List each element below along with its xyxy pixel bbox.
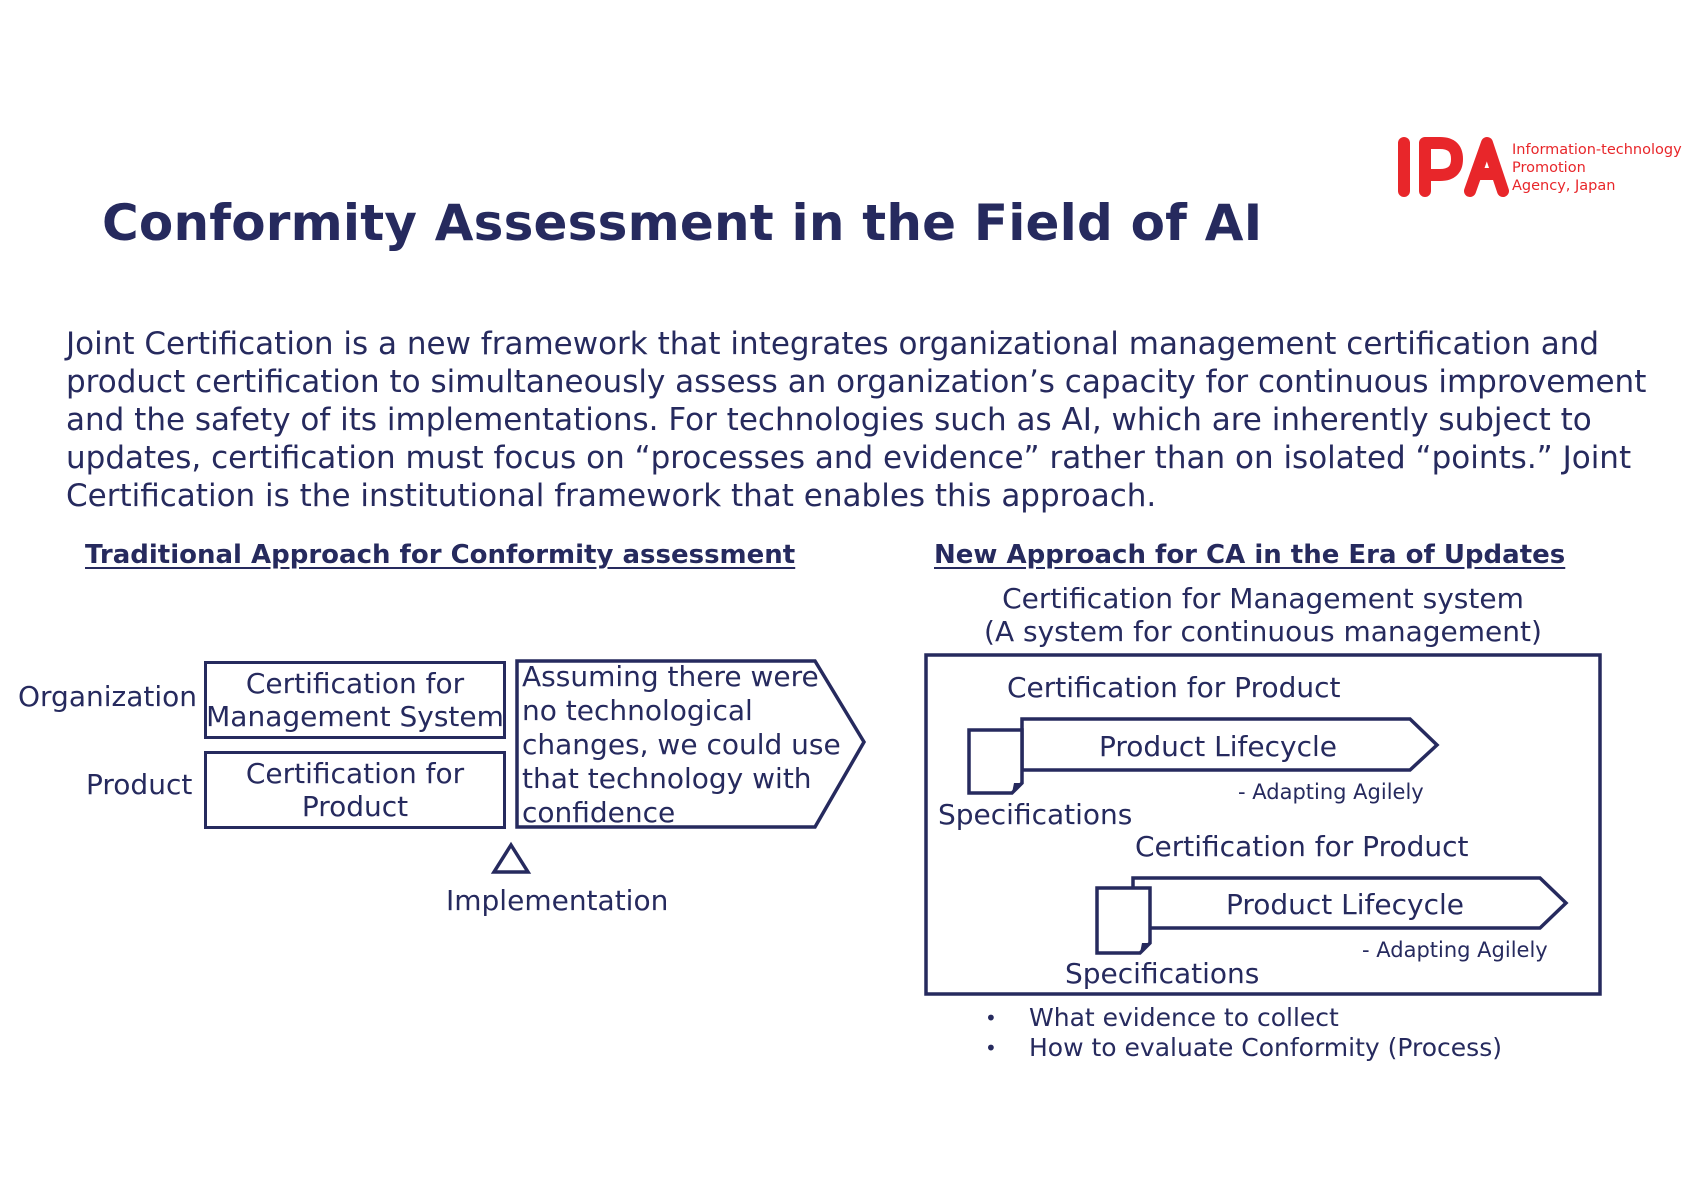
- product-certification-box: Certification for Product: [204, 751, 506, 829]
- ipa-logo: [1395, 134, 1510, 202]
- ipa-logo-mark: [1398, 137, 1509, 197]
- intro-line: and the safety of its implementations. F…: [66, 402, 1592, 438]
- callout-arrow-shape: [515, 659, 867, 829]
- product-lifecycle-label: Product Lifecycle: [1225, 888, 1465, 921]
- management-system-frame: [924, 653, 1602, 996]
- callout-line: changes, we could use: [522, 728, 841, 761]
- callout-text: Assuming there were no technological cha…: [522, 660, 862, 830]
- mgmt-system-subline: (A system for continuous management): [984, 615, 1542, 648]
- traditional-heading: Traditional Approach for Conformity asse…: [85, 540, 796, 570]
- mgmt-system-certification-box: Certification for Management System: [204, 661, 506, 739]
- specifications-label: Specifications: [938, 798, 1133, 831]
- callout-line: no technological: [522, 694, 753, 727]
- bullet-item: • What evidence to collect: [985, 1003, 1502, 1033]
- box-line: Management System: [206, 700, 504, 733]
- callout-line: confidence: [522, 796, 676, 829]
- implementation-triangle-icon: [490, 841, 532, 874]
- new-approach-heading: New Approach for CA in the Era of Update…: [934, 540, 1566, 570]
- intro-line: Joint Certification is a new framework t…: [66, 326, 1600, 362]
- specifications-label: Specifications: [1065, 957, 1260, 990]
- adapting-note: - Adapting Agilely: [1238, 780, 1424, 804]
- product-lifecycle-label: Product Lifecycle: [1098, 730, 1338, 763]
- product-certification-label: Certification for Product: [1007, 671, 1341, 704]
- row-label-product: Product: [86, 768, 193, 801]
- logo-line: Agency, Japan: [1512, 178, 1616, 194]
- ipa-logo-text: Information-technology Promotion Agency,…: [1512, 141, 1682, 195]
- box-line: Product: [301, 790, 409, 823]
- adapting-note: - Adapting Agilely: [1362, 938, 1548, 962]
- callout-line: that technology with: [522, 762, 812, 795]
- logo-line: Promotion: [1512, 160, 1586, 176]
- bullet-text: What evidence to collect: [1029, 1003, 1339, 1032]
- intro-line: product certification to simultaneously …: [66, 364, 1647, 400]
- callout-line: Assuming there were: [522, 660, 819, 693]
- evidence-bullet-list: • What evidence to collect • How to evalua…: [985, 1003, 1502, 1063]
- page-title: Conformity Assessment in the Field of AI: [102, 194, 1263, 252]
- box-line: Certification for: [245, 757, 465, 790]
- implementation-label: Implementation: [446, 884, 669, 917]
- bullet-icon: •: [985, 1006, 997, 1030]
- bullet-item: • How to evaluate Conformity (Process): [985, 1033, 1502, 1063]
- bullet-icon: •: [985, 1036, 997, 1060]
- mgmt-system-line: Certification for Management system: [1002, 582, 1524, 615]
- logo-line: Information-technology: [1512, 142, 1682, 158]
- bullet-text: How to evaluate Conformity (Process): [1029, 1033, 1502, 1062]
- product-certification-label: Certification for Product: [1135, 830, 1469, 863]
- row-label-organization: Organization: [18, 680, 198, 713]
- intro-line: Certification is the institutional frame…: [66, 478, 1157, 514]
- intro-paragraph: Joint Certification is a new framework t…: [66, 325, 1646, 515]
- intro-line: updates, certification must focus on “pr…: [66, 440, 1632, 476]
- box-line: Certification for: [245, 667, 465, 700]
